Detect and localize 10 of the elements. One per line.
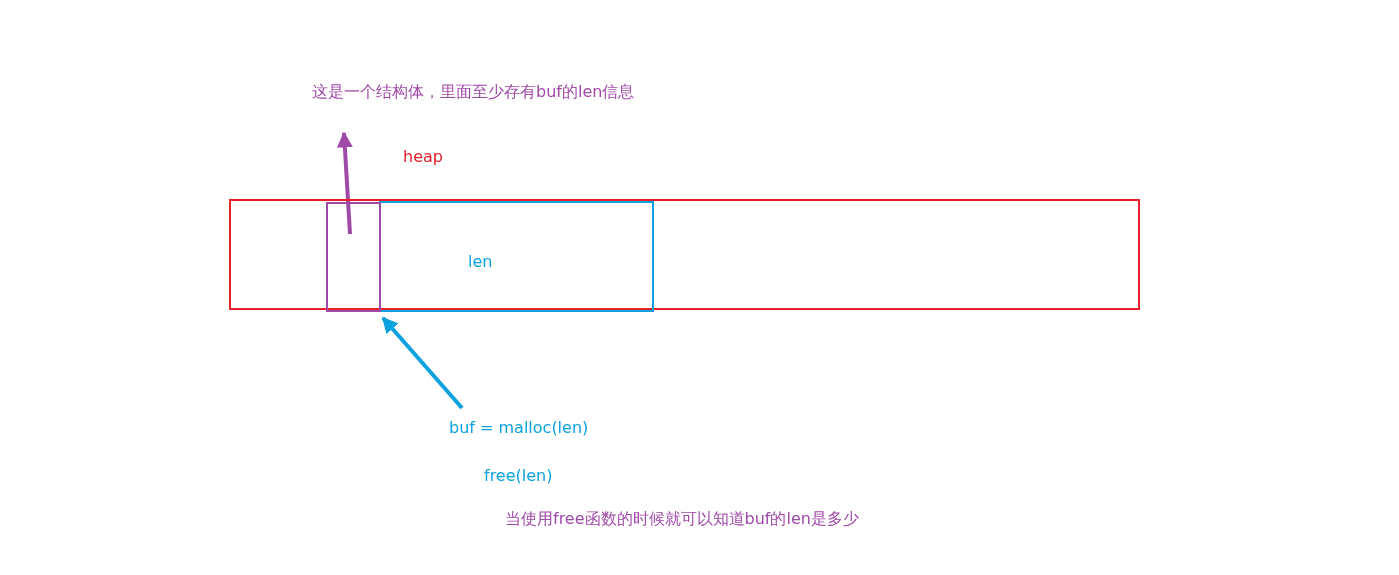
heap-label: heap — [403, 147, 443, 167]
arrow — [336, 131, 353, 235]
code-text: free(len) — [484, 466, 553, 486]
len-label: len — [468, 252, 493, 272]
code-text: buf = malloc(len) — [449, 418, 589, 438]
note-text: 当使用free函数的时候就可以知道buf的len是多少 — [505, 509, 859, 529]
note-text: 这是一个结构体，里面至少存有buf的len信息 — [312, 82, 635, 102]
arrow — [381, 316, 464, 410]
struct-box — [326, 202, 381, 312]
buffer-box — [379, 201, 654, 312]
